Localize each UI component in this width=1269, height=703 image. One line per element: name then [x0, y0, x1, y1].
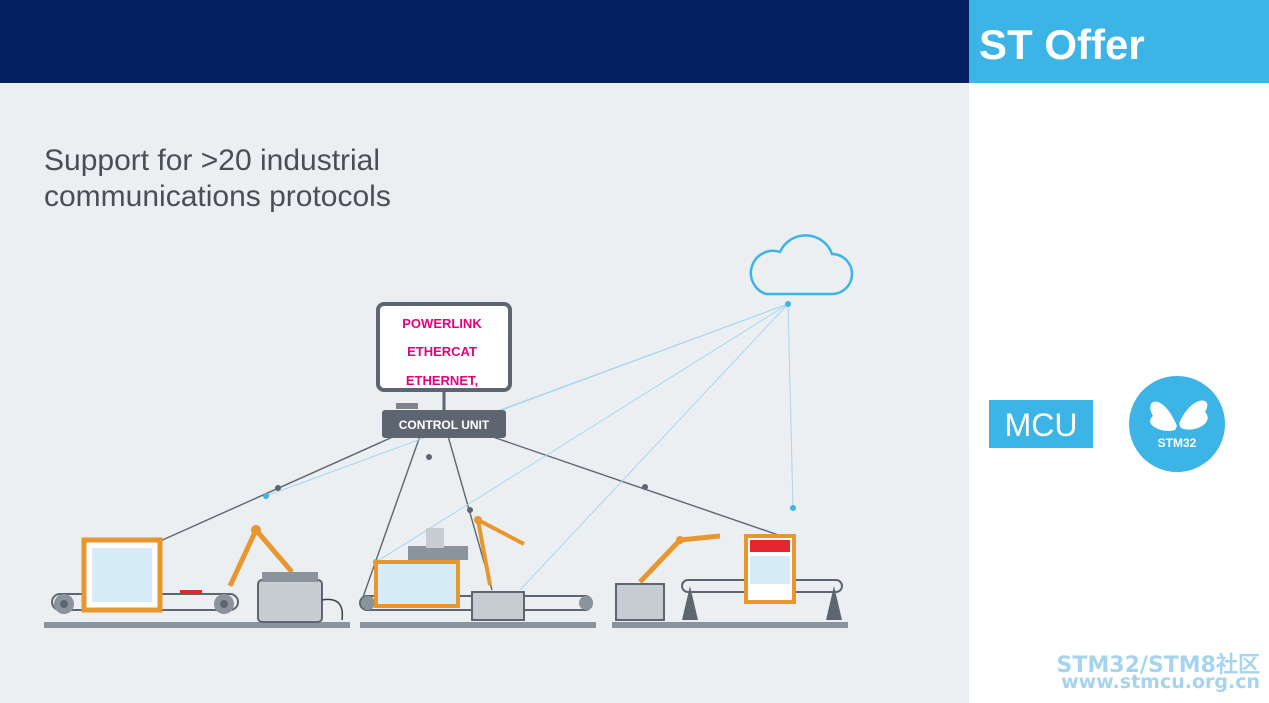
side-panel: [969, 0, 1269, 703]
butterfly-icon: [1150, 400, 1208, 431]
headline: Support for >20 industrial communication…: [44, 143, 391, 215]
stm32-logo: STM32: [1129, 376, 1225, 472]
protocol-ethernet: ETHERNET,: [406, 373, 478, 388]
protocol-ethercat: ETHERCAT: [407, 344, 477, 359]
headline-line-2: communications protocols: [44, 180, 391, 213]
factory-network-diagram: POWERLINK ETHERCAT ETHERNET, CONTROL UNI…: [44, 234, 854, 628]
production-line-3: [612, 533, 848, 628]
side-title: ST Offer: [979, 21, 1145, 68]
watermark-url: www.stmcu.org.cn: [1061, 671, 1260, 693]
watermark-title: STM32/STM8社区: [1056, 653, 1260, 678]
stm32-logo-label: STM32: [1157, 436, 1197, 450]
protocol-powerlink: POWERLINK: [402, 316, 482, 331]
cloud-icon: [749, 234, 854, 296]
wire-nodes: [275, 454, 648, 513]
wireless-nodes: [263, 301, 796, 565]
production-line-1: [44, 525, 350, 628]
top-banner: [0, 0, 969, 83]
headline-line-1: Support for >20 industrial: [44, 144, 381, 177]
control-unit-label: CONTROL UNIT: [399, 418, 490, 432]
protocol-monitor: POWERLINK ETHERCAT ETHERNET,: [376, 302, 512, 412]
wireless-links: [265, 303, 794, 591]
production-line-2: [359, 516, 596, 628]
control-unit: CONTROL UNIT: [382, 403, 506, 438]
side-header: ST Offer: [969, 0, 1269, 83]
mcu-product-box: MCU: [989, 400, 1093, 448]
